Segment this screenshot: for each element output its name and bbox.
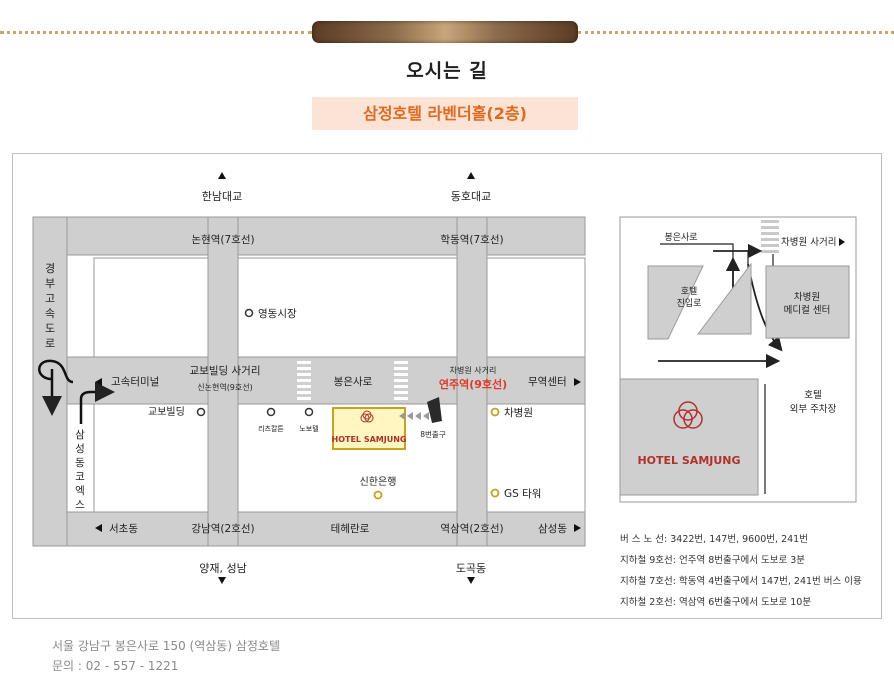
header-dotted-line-left bbox=[0, 31, 312, 34]
label-yeoksam-station: 역삼역(2호선) bbox=[440, 523, 503, 535]
expressway-ramp bbox=[38, 359, 115, 424]
label-bongeunsa-road: 봉은사로 bbox=[334, 376, 373, 388]
block bbox=[237, 257, 458, 358]
venue-subtitle: 삼정호텔 라벤더홀(2층) bbox=[312, 97, 578, 130]
footer-address: 서울 강남구 봉은사로 150 (역삼동) 삼정호텔 bbox=[52, 639, 280, 653]
transport-line7: 지하철 7호선: 학동역 4번출구에서 147번, 241번 버스 이용 bbox=[620, 576, 862, 587]
svg-text:봉은사로: 봉은사로 bbox=[664, 232, 697, 243]
label-nonhyeon-station: 논현역(7호선) bbox=[191, 234, 254, 246]
label-gs-tower: GS 타워 bbox=[504, 487, 541, 500]
svg-text:차병원: 차병원 bbox=[794, 291, 820, 303]
label-bus-terminal: 고속터미널 bbox=[111, 376, 159, 388]
label-samsung-coex: 삼 성 동 코 엑 스 bbox=[75, 429, 85, 511]
marker-gs-tower bbox=[490, 488, 500, 498]
label-hannam-bridge: 한남대교 bbox=[202, 190, 242, 203]
road-v2 bbox=[456, 216, 488, 547]
marker-chabyungwon bbox=[490, 407, 500, 417]
label-shinhan-bank: 신한은행 bbox=[360, 476, 397, 488]
block bbox=[486, 257, 586, 358]
page-title: 오시는 길 bbox=[406, 60, 488, 82]
svg-text:성: 성 bbox=[75, 443, 85, 455]
north-arrow-right bbox=[467, 172, 475, 179]
marker-market bbox=[244, 308, 254, 318]
label-hakdong-station: 학동역(7호선) bbox=[440, 234, 503, 246]
south-arrow-left bbox=[218, 577, 226, 584]
marker-novotel bbox=[304, 407, 314, 417]
detail-map: 차병원 사거리 봉은사로 호텔 진입로 차병원 메디컬 센터 HOTEL SAM… bbox=[619, 216, 857, 503]
hotel-logo-text: HOTEL SAMJUNG bbox=[332, 435, 407, 444]
city-blocks bbox=[93, 257, 586, 513]
label-eonju-station: 연주역(9호선) bbox=[439, 377, 507, 391]
detail-medical-center bbox=[765, 265, 850, 339]
south-arrow-right bbox=[467, 577, 475, 584]
detail-block-entry-right bbox=[696, 262, 752, 335]
hotel-samjung-marker: HOTEL SAMJUNG bbox=[332, 407, 407, 450]
label-sinnonhyeon-station: 신논현역(9호선) bbox=[197, 382, 253, 392]
label-seocho: 서초동 bbox=[109, 523, 138, 535]
crosswalks bbox=[297, 361, 408, 400]
footer-contact: 문의 : 02 - 557 - 1221 bbox=[52, 659, 179, 673]
transport-line2: 지하철 2호선: 역삼역 6번출구에서 도보로 10분 bbox=[620, 597, 812, 608]
west-arrow bbox=[95, 378, 102, 386]
map-frame: 한남대교 동호대교 논현역(7호선) 학동역(7호선) 경 부 고 속 도 로 … bbox=[12, 153, 882, 619]
svg-text:부: 부 bbox=[45, 277, 55, 290]
detail-block-entry-left bbox=[647, 265, 704, 340]
transport-line9: 지하철 9호선: 언주역 8번출구에서 도보로 3분 bbox=[620, 555, 806, 566]
exit-8-marker: 8번출구 bbox=[399, 397, 446, 439]
block bbox=[486, 403, 586, 513]
svg-text:외부 주차장: 외부 주차장 bbox=[790, 403, 837, 415]
southeast-arrow bbox=[574, 524, 581, 532]
label-kyobo-crossroad: 교보빌딩 사거리 bbox=[190, 365, 261, 377]
north-arrow-left bbox=[218, 172, 226, 179]
svg-text:호텔: 호텔 bbox=[681, 285, 698, 297]
label-kyobo-building: 교보빌딩 bbox=[148, 406, 185, 418]
svg-text:로: 로 bbox=[45, 337, 55, 350]
label-gangnam-station: 강남역(2호선) bbox=[191, 523, 254, 535]
label-chabyungwon-crossroad: 차병원 사거리 bbox=[450, 366, 497, 375]
svg-text:고: 고 bbox=[45, 292, 55, 305]
detail-hotel-building bbox=[619, 378, 759, 496]
road-top bbox=[32, 216, 586, 256]
svg-text:엑: 엑 bbox=[75, 485, 85, 497]
marker-ritzcarlton bbox=[266, 407, 276, 417]
transport-bus: 버 스 노 선: 3422번, 147번, 9600번, 241번 bbox=[620, 534, 808, 545]
svg-text:차병원 사거리: 차병원 사거리 bbox=[781, 236, 836, 248]
label-market: 영동시장 bbox=[258, 308, 297, 320]
label-samsung-dong: 삼성동 bbox=[538, 523, 567, 535]
header-dotted-line-right bbox=[578, 31, 894, 34]
svg-text:메디컬 센터: 메디컬 센터 bbox=[784, 304, 831, 316]
location-map: 한남대교 동호대교 논현역(7호선) 학동역(7호선) 경 부 고 속 도 로 … bbox=[32, 172, 857, 584]
marker-kyobo bbox=[196, 407, 206, 417]
block bbox=[93, 257, 209, 358]
label-trade-center: 무역센터 bbox=[528, 376, 567, 388]
svg-text:코: 코 bbox=[75, 471, 85, 483]
label-novotel: 노보텔 bbox=[299, 425, 318, 433]
svg-text:경: 경 bbox=[45, 262, 55, 275]
label-chabyungwon: 차병원 bbox=[504, 407, 533, 419]
east-arrow bbox=[574, 378, 581, 386]
road-left bbox=[32, 216, 68, 547]
label-teheran-road: 테헤란로 bbox=[331, 522, 370, 535]
marker-shinhan bbox=[373, 490, 383, 500]
svg-text:진입로: 진입로 bbox=[677, 297, 702, 309]
svg-text:8번출구: 8번출구 bbox=[420, 429, 446, 439]
label-ritzcarlton: 리츠칼튼 bbox=[258, 424, 284, 433]
svg-text:호텔: 호텔 bbox=[804, 389, 822, 401]
svg-text:동: 동 bbox=[75, 457, 85, 469]
label-gyeongbu-expressway: 경 부 고 속 도 로 bbox=[45, 262, 55, 350]
svg-text:삼: 삼 bbox=[75, 429, 85, 441]
southwest-arrow bbox=[95, 524, 102, 532]
label-dogok: 도곡동 bbox=[456, 562, 486, 575]
svg-text:스: 스 bbox=[75, 499, 85, 511]
road-v1 bbox=[207, 216, 239, 547]
header-banner bbox=[312, 21, 578, 43]
label-yangjae: 양재, 성남 bbox=[199, 562, 246, 575]
label-dongho-bridge: 동호대교 bbox=[451, 190, 491, 203]
svg-text:도: 도 bbox=[45, 322, 55, 335]
detail-hotel-logo: HOTEL SAMJUNG bbox=[637, 454, 740, 467]
svg-text:속: 속 bbox=[45, 307, 55, 320]
block bbox=[93, 403, 209, 513]
